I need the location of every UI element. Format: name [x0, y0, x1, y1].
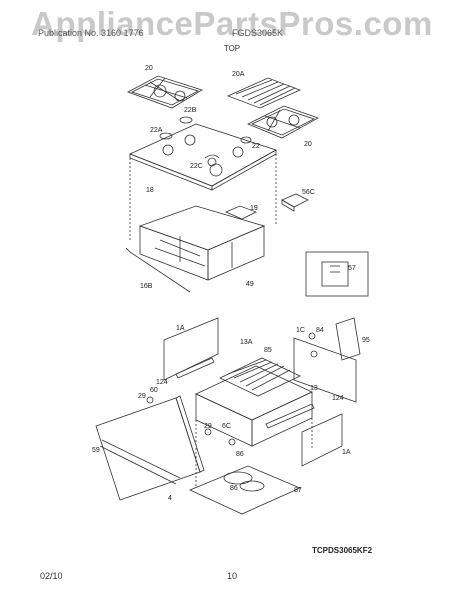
- publication-number: Publication No. 3160 1776: [38, 28, 144, 38]
- cooktop-panel: [224, 205, 257, 220]
- label-20a: 20A: [232, 71, 245, 78]
- drawer-slides: [175, 357, 315, 429]
- label-86-lower: 86: [230, 485, 238, 492]
- label-57: 57: [348, 265, 356, 272]
- label-18: 18: [146, 187, 154, 194]
- label-1a-right: 1A: [342, 449, 351, 456]
- label-13a: 13A: [240, 339, 253, 346]
- cooktop: [128, 116, 277, 191]
- guide-lines-bottom: [195, 418, 313, 486]
- part-95: [335, 317, 361, 361]
- footer-date: 02/10: [40, 571, 63, 581]
- label-29: 29: [138, 393, 146, 400]
- label-19: 19: [250, 205, 258, 212]
- grate-right: [247, 105, 319, 139]
- drawer-body: [195, 365, 313, 447]
- back-panel: [293, 337, 357, 403]
- label-1a: 1A: [176, 325, 185, 332]
- guide-lines-top: [129, 154, 277, 240]
- drawer-front: [95, 395, 205, 501]
- label-22c: 22C: [190, 163, 203, 170]
- label-59: 59: [92, 447, 100, 454]
- label-16b: 16B: [140, 283, 153, 290]
- drawing-id: TCPDS3065KF2: [312, 546, 373, 555]
- label-95: 95: [362, 337, 370, 344]
- label-84: 84: [316, 327, 324, 334]
- label-56c: 56C: [302, 189, 315, 196]
- label-49: 49: [246, 281, 254, 288]
- label-60: 60: [150, 387, 158, 394]
- label-4: 4: [168, 495, 172, 502]
- footer-page-number: 10: [226, 571, 237, 581]
- label-124: 124: [156, 379, 168, 386]
- part-56c: [281, 193, 309, 212]
- label-86: 86: [236, 451, 244, 458]
- side-panel-right: [301, 413, 343, 467]
- label-13: 13: [310, 385, 318, 392]
- label-87: 87: [294, 487, 302, 494]
- label-6c: 6C: [222, 423, 231, 430]
- label-20: 20: [145, 65, 153, 72]
- label-22: 22: [252, 143, 260, 150]
- small-parts: [146, 332, 316, 446]
- label-85: 85: [264, 347, 272, 354]
- oven-rack: [219, 357, 301, 397]
- side-panel-left: [163, 317, 219, 381]
- label-20-right: 20: [304, 141, 312, 148]
- label-124-right: 124: [332, 395, 344, 402]
- burner-box: [125, 205, 266, 293]
- label-22a: 22A: [150, 127, 163, 134]
- model-number: FGDS3065K: [232, 28, 284, 38]
- label-1c: 1C: [296, 327, 305, 334]
- label-29-lower: 29: [204, 423, 212, 430]
- watermark-text: AppliancePartsPros.com: [31, 5, 433, 42]
- bottom-pan: [189, 465, 302, 515]
- label-22b: 22B: [184, 107, 197, 114]
- grate-left: [127, 75, 203, 109]
- section-title: TOP: [223, 44, 241, 53]
- grate-center: [226, 77, 302, 109]
- inset-detail-box: [305, 251, 369, 297]
